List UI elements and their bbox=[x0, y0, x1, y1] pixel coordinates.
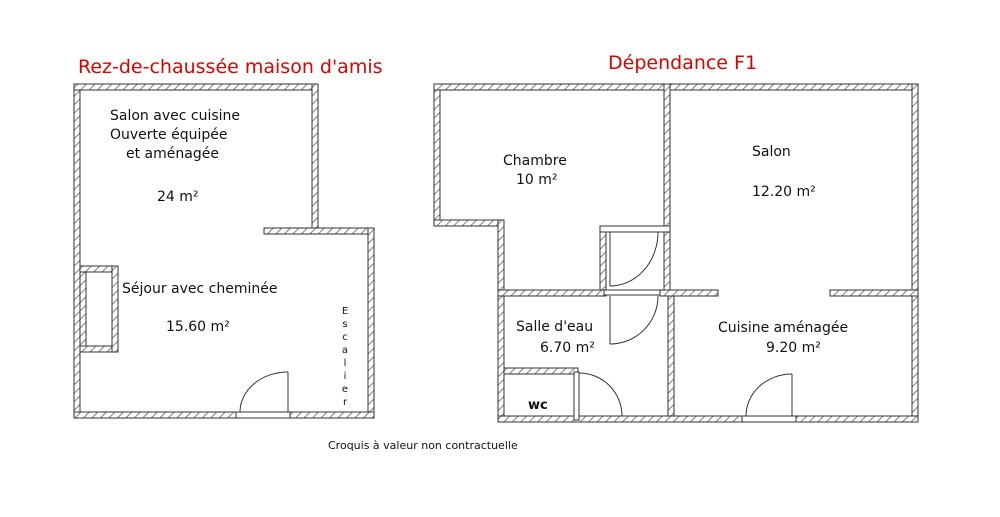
room-name-line: Ouverte équipée bbox=[110, 127, 228, 143]
plan-left-walls bbox=[73, 83, 375, 419]
entrance-door-left bbox=[235, 371, 291, 419]
room-name-wc: wc bbox=[528, 398, 548, 413]
room-name-cuisine: Cuisine aménagée bbox=[718, 320, 849, 336]
footer-disclaimer: Croquis à valeur non contractuelle bbox=[328, 439, 518, 452]
plan-title-ground-floor: Rez-de-chaussée maison d'amis bbox=[78, 56, 383, 78]
room-name-salle-eau: Salle d'eau bbox=[516, 319, 594, 335]
room-name-line: et aménagée bbox=[126, 146, 219, 162]
plan-right-walls bbox=[433, 83, 919, 423]
room-name-line: Salon avec cuisine bbox=[110, 108, 240, 124]
room-area-cuisine: 9.20 m² bbox=[766, 340, 821, 356]
room-name-salon: Salon bbox=[752, 144, 791, 160]
room-area-salon: 12.20 m² bbox=[752, 184, 816, 200]
room-area-sejour: 15.60 m² bbox=[166, 319, 230, 335]
plan-title-annex: Dépendance F1 bbox=[608, 52, 758, 74]
room-area-salon-cuisine: 24 m² bbox=[157, 189, 199, 205]
room-label-salon-cuisine: Salon avec cuisine Ouverte équipée et am… bbox=[110, 107, 240, 164]
room-name-chambre: Chambre bbox=[503, 153, 567, 169]
room-area-salle-eau: 6.70 m² bbox=[540, 340, 595, 356]
room-name-sejour: Séjour avec cheminée bbox=[122, 281, 278, 297]
room-area-chambre: 10 m² bbox=[516, 172, 558, 188]
doors-right bbox=[573, 231, 797, 423]
